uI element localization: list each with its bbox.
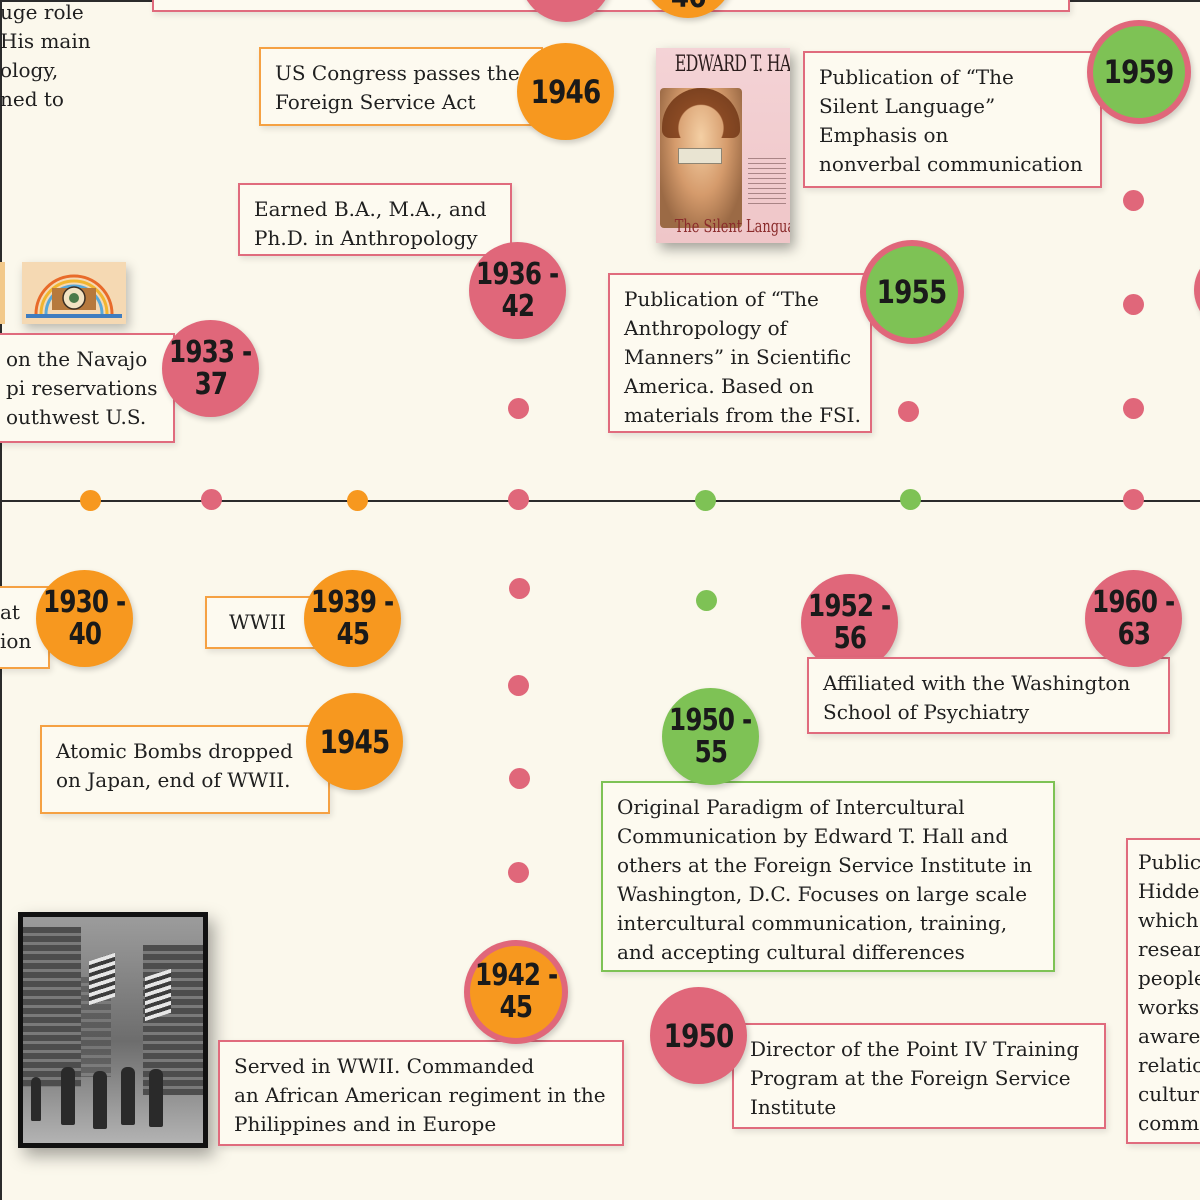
year-badge-right-cutoff <box>1194 250 1200 330</box>
connector-dot <box>508 862 529 883</box>
connector-dot <box>508 398 529 419</box>
year-badge-1959: 1959 <box>1087 20 1191 124</box>
connector-dot <box>508 675 529 696</box>
event-box-original-paradigm: Original Paradigm of Intercultural Commu… <box>601 781 1055 972</box>
event-box-atomic-bombs: Atomic Bombs dropped on Japan, end of WW… <box>40 725 330 814</box>
event-box-navajo-reservations: on the Navajo pi reservations outhwest U… <box>0 333 175 443</box>
year-text: 46 <box>671 0 707 12</box>
year-badge-1939-45: 1939 - 45 <box>304 570 401 667</box>
event-box-top-cutoff <box>152 0 1070 12</box>
axis-dot <box>508 489 529 510</box>
year-badge-1936-42: 1936 - 42 <box>469 242 566 339</box>
event-box-washington-school: Affiliated with the Washington School of… <box>807 657 1170 734</box>
event-box-served-wwii: Served in WWII. Commanded an African Ame… <box>218 1040 624 1146</box>
axis-dot <box>347 490 368 511</box>
wwii-regiment-photo <box>18 912 208 1148</box>
year-badge-1950-55: 1950 - 55 <box>662 688 759 785</box>
text-fragment-left-top: uge role His main ology, ned to <box>0 0 91 111</box>
year-badge-1952-56: 1952 - 56 <box>801 574 898 671</box>
event-box-silent-language: Publication of “The Silent Language” Emp… <box>803 51 1102 188</box>
year-badge-1955: 1955 <box>860 240 964 344</box>
axis-dot <box>1123 489 1144 510</box>
axis-dot <box>900 489 921 510</box>
year-badge-1960-63: 1960 - 63 <box>1085 570 1182 667</box>
event-box-anthropology-of-manners: Publication of “The Anthropology of Mann… <box>608 273 872 433</box>
year-badge-1933-37: 1933 - 37 <box>162 320 259 417</box>
navajo-nation-seal-image <box>22 262 126 324</box>
timeline-axis <box>0 500 1200 502</box>
event-box-wwii: WWII <box>205 596 323 649</box>
event-box-degrees: Earned B.A., M.A., and Ph.D. in Anthropo… <box>238 183 512 256</box>
connector-dot <box>1123 398 1144 419</box>
connector-dot <box>1123 190 1144 211</box>
silent-language-book-cover: EDWARD T. HALL The Silent Language <box>656 48 790 243</box>
year-badge-1942-45: 1942 - 45 <box>464 940 568 1044</box>
book-title: The Silent Language <box>674 216 790 237</box>
year-badge-1946: 1946 <box>517 43 614 140</box>
year-badge-1930-40: 1930 - 40 <box>36 570 133 667</box>
event-box-hidden-dimension: Public Hidde which resear people works a… <box>1126 838 1200 1144</box>
book-author: EDWARD T. HALL <box>674 52 790 77</box>
event-box-point-iv: Director of the Point IV Training Progra… <box>732 1023 1106 1129</box>
connector-dot <box>898 401 919 422</box>
connector-dot <box>509 578 530 599</box>
connector-dot <box>696 590 717 611</box>
event-box-foreign-service-act: US Congress passes the Foreign Service A… <box>259 47 543 126</box>
connector-dot <box>1123 294 1144 315</box>
axis-dot <box>80 490 101 511</box>
axis-dot <box>695 490 716 511</box>
year-badge-1950: 1950 <box>650 987 747 1084</box>
connector-dot <box>509 768 530 789</box>
year-badge-1945: 1945 <box>306 693 403 790</box>
image-strip-left <box>0 262 5 324</box>
axis-dot <box>201 489 222 510</box>
